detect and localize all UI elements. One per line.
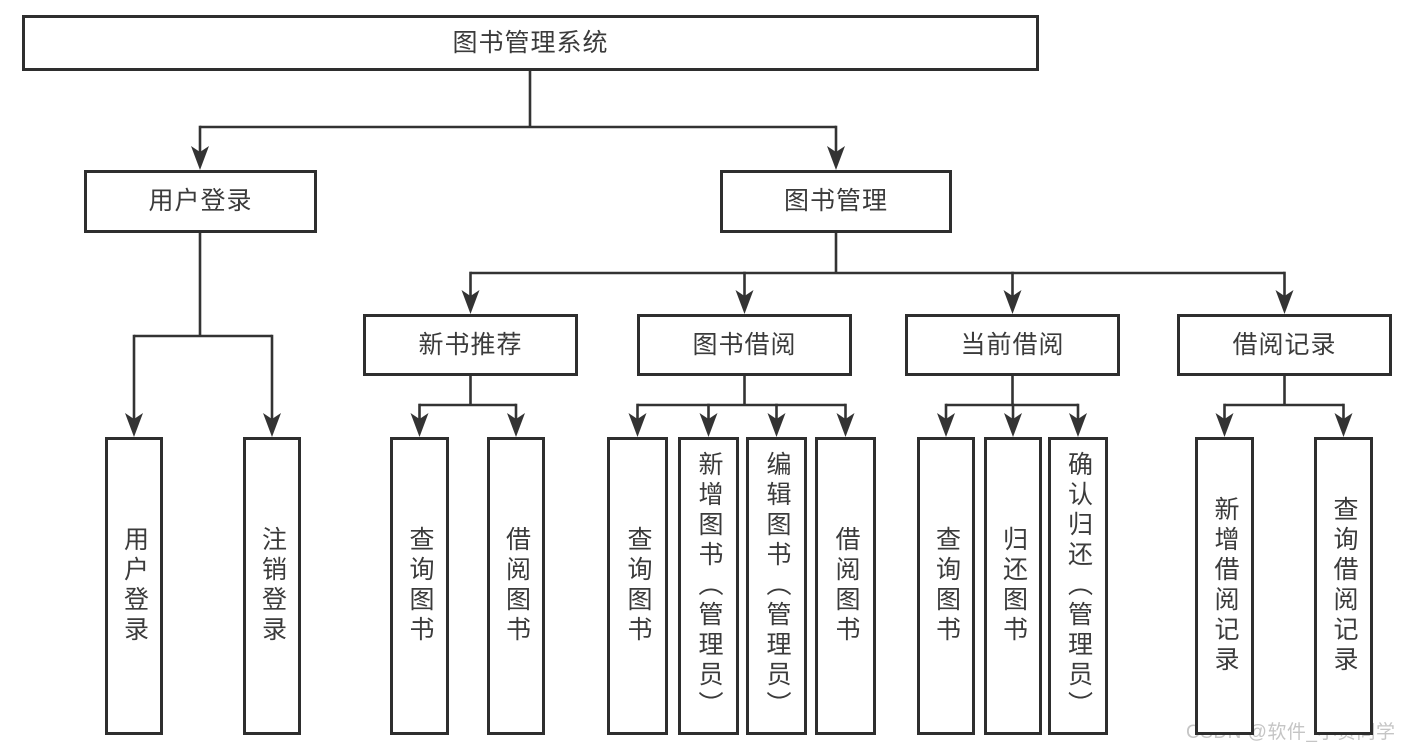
node-label-book-borrow: 图书借阅 [692, 330, 797, 359]
node-label-bb-query-book: 查询图书 [624, 526, 652, 646]
arrowhead-icon [410, 413, 429, 437]
node-label-br-query-record: 查询借阅记录 [1330, 496, 1358, 676]
node-root: 图书管理系统 [22, 15, 1039, 71]
node-label-user-login: 用户登录 [148, 187, 253, 215]
node-new-book-rec: 新书推荐 [363, 314, 578, 376]
node-bb-query-book: 查询图书 [607, 437, 668, 735]
connector-group [628, 376, 855, 437]
node-label-br-add-record: 新增借阅记录 [1211, 496, 1239, 676]
node-label-cb-confirm-return: 确认归还（管理员） [1064, 451, 1093, 721]
node-label-borrow-records: 借阅记录 [1232, 330, 1337, 359]
arrowhead-icon [735, 290, 754, 314]
node-book-mgmt: 图书管理 [720, 170, 952, 233]
arrowhead-icon [191, 146, 209, 170]
node-label-bb-edit-book: 编辑图书（管理员） [763, 451, 791, 721]
arrowhead-icon [1069, 413, 1087, 437]
connector-group [191, 71, 845, 170]
connector-group [410, 376, 525, 437]
arrowhead-icon [507, 413, 525, 437]
arrowhead-icon [628, 413, 647, 437]
arrowhead-icon [1275, 290, 1294, 314]
arrowhead-icon [1334, 413, 1353, 437]
arrowhead-icon [125, 413, 143, 437]
arrowhead-icon [827, 146, 845, 170]
node-label-cb-return-book: 归还图书 [999, 526, 1028, 646]
node-login: 用户登录 [105, 437, 163, 735]
node-cb-return-book: 归还图书 [984, 437, 1042, 735]
connector-group [461, 233, 1294, 314]
node-cb-query-book: 查询图书 [917, 437, 975, 735]
node-label-root: 图书管理系统 [452, 28, 609, 57]
arrowhead-icon [699, 413, 718, 437]
node-borrow-records: 借阅记录 [1177, 314, 1392, 376]
node-logout: 注销登录 [243, 437, 301, 735]
connector-group [1215, 376, 1353, 437]
arrowhead-icon [1215, 413, 1234, 437]
node-bb-edit-book: 编辑图书（管理员） [746, 437, 807, 735]
node-user-login: 用户登录 [84, 170, 317, 233]
node-label-book-mgmt: 图书管理 [783, 187, 888, 215]
arrowhead-icon [461, 290, 480, 314]
node-br-query-record: 查询借阅记录 [1314, 437, 1373, 735]
node-current-borrow: 当前借阅 [905, 314, 1120, 376]
arrowhead-icon [767, 413, 786, 437]
arrowhead-icon [1003, 290, 1022, 314]
node-label-new-book-rec: 新书推荐 [418, 330, 523, 359]
arrowhead-icon [1004, 413, 1022, 437]
arrowhead-icon [937, 413, 955, 437]
connector-group [937, 376, 1087, 437]
node-bb-borrow-book: 借阅图书 [815, 437, 876, 735]
node-label-rec-borrow-book: 借阅图书 [502, 526, 531, 646]
node-label-bb-add-book: 新增图书（管理员） [695, 451, 723, 721]
node-label-rec-query-book: 查询图书 [406, 526, 434, 646]
node-cb-confirm-return: 确认归还（管理员） [1048, 437, 1108, 735]
node-label-bb-borrow-book: 借阅图书 [832, 526, 860, 646]
node-rec-query-book: 查询图书 [390, 437, 449, 735]
node-rec-borrow-book: 借阅图书 [487, 437, 545, 735]
node-label-logout: 注销登录 [258, 526, 287, 646]
node-book-borrow: 图书借阅 [637, 314, 852, 376]
connector-group [125, 233, 281, 437]
node-label-cb-query-book: 查询图书 [932, 526, 961, 646]
node-label-login: 用户登录 [120, 526, 149, 646]
node-bb-add-book: 新增图书（管理员） [678, 437, 739, 735]
node-br-add-record: 新增借阅记录 [1195, 437, 1254, 735]
arrowhead-icon [836, 413, 855, 437]
node-label-current-borrow: 当前借阅 [960, 330, 1065, 359]
arrowhead-icon [263, 413, 281, 437]
